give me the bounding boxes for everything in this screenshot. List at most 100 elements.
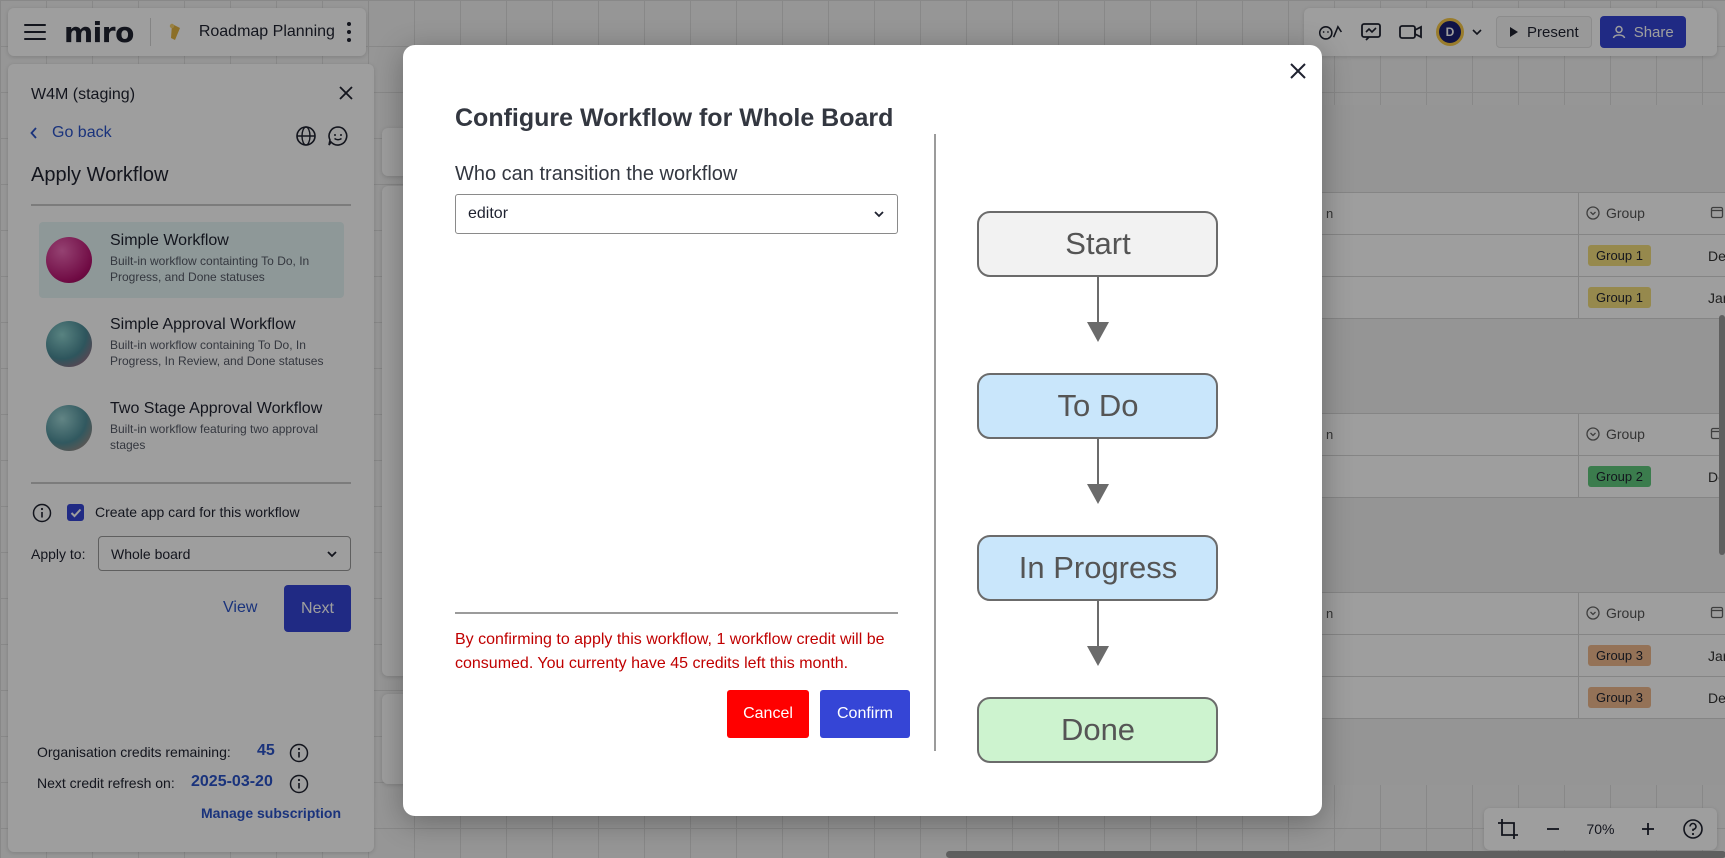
zoom-controls: 70% <box>1484 808 1717 850</box>
table-header-row: n Group <box>1290 593 1725 635</box>
fit-to-screen-icon[interactable] <box>1497 818 1519 840</box>
reactions-icon[interactable] <box>1318 19 1344 45</box>
view-button[interactable]: View <box>223 599 258 616</box>
table-row[interactable]: Group 3 Jar <box>1290 635 1725 677</box>
workflow-name: Simple Approval Workflow <box>110 316 296 333</box>
info-icon[interactable] <box>289 774 309 794</box>
app-side-panel: W4M (staging) Go back Apply Workflow Sim… <box>8 64 374 852</box>
group-chip: Group 3 <box>1588 687 1651 708</box>
dialog-title: Configure Workflow for Whole Board <box>455 104 894 132</box>
group-header-label: Group <box>1606 205 1645 221</box>
miro-logo[interactable]: miro <box>64 15 134 49</box>
group-chip: Group 1 <box>1588 287 1651 308</box>
table-row[interactable]: Group 1 De <box>1290 235 1725 277</box>
manage-subscription-link[interactable]: Manage subscription <box>201 805 342 821</box>
share-button[interactable]: Share <box>1599 16 1686 48</box>
group-header-label: Group <box>1606 605 1645 621</box>
workflow-option-simple-approval[interactable]: Simple Approval Workflow Built-in workfl… <box>39 306 344 382</box>
group-chip: Group 2 <box>1588 466 1651 487</box>
arrowhead-icon <box>1087 646 1109 666</box>
panel-title: W4M (staging) <box>31 86 136 103</box>
group-chip: Group 3 <box>1588 645 1651 666</box>
collaboration-bar: D Present Share <box>1304 8 1717 56</box>
present-button[interactable]: Present <box>1496 16 1592 48</box>
chat-smile-icon[interactable] <box>327 125 349 147</box>
name-column-header: n <box>1326 206 1334 221</box>
next-button[interactable]: Next <box>284 585 351 632</box>
chevron-down-icon <box>874 211 884 218</box>
configure-workflow-dialog: Configure Workflow for Whole Board Who c… <box>403 45 1322 816</box>
globe-icon[interactable] <box>295 125 317 147</box>
workflow-orb-icon <box>46 405 92 451</box>
go-back-link[interactable]: Go back <box>30 124 112 142</box>
transition-permission-label: Who can transition the workflow <box>455 163 738 185</box>
divider <box>31 482 351 484</box>
flow-node-todo: To Do <box>977 373 1218 439</box>
create-card-label[interactable]: Create app card for this workflow <box>95 504 300 520</box>
date-cell: De <box>1708 690 1725 706</box>
close-icon[interactable] <box>1287 60 1309 82</box>
credit-refresh-label: Next credit refresh on: <box>37 775 175 791</box>
present-label: Present <box>1527 23 1579 41</box>
flow-node-label: In Progress <box>1019 550 1178 585</box>
cancel-button[interactable]: Cancel <box>727 690 809 738</box>
credits-remaining-value: 45 <box>257 742 275 759</box>
workflow-option-simple[interactable]: Simple Workflow Built-in workflow contai… <box>39 222 344 298</box>
chevron-down-icon <box>327 550 337 557</box>
info-icon[interactable] <box>32 503 52 523</box>
create-card-checkbox[interactable] <box>67 504 84 521</box>
apply-workflow-heading: Apply Workflow <box>31 164 169 186</box>
chevron-down-icon <box>1472 29 1482 36</box>
play-icon <box>1510 27 1518 37</box>
arrowhead-icon <box>1087 322 1109 342</box>
apply-to-select[interactable]: Whole board <box>98 536 351 571</box>
user-menu[interactable]: D <box>1436 18 1484 46</box>
board-table-2: n Group Group 2 De <box>1290 413 1725 498</box>
flow-node-label: Done <box>1061 712 1135 747</box>
date-cell: Jar <box>1708 290 1725 306</box>
hamburger-menu-icon[interactable] <box>24 24 46 40</box>
board-table-1: n Group Group 1 De Group 1 Jar <box>1290 192 1725 319</box>
table-row[interactable]: Group 1 Jar <box>1290 277 1725 319</box>
info-icon[interactable] <box>289 743 309 763</box>
confirm-button[interactable]: Confirm <box>820 690 910 738</box>
flow-node-in-progress: In Progress <box>977 535 1218 601</box>
zoom-out-icon[interactable] <box>1545 821 1561 837</box>
zoom-in-icon[interactable] <box>1640 821 1656 837</box>
table-row[interactable]: Group 3 De <box>1290 677 1725 719</box>
board-name[interactable]: Roadmap Planning <box>198 23 335 40</box>
zoom-level[interactable]: 70% <box>1586 821 1615 837</box>
flow-node-label: To Do <box>1058 388 1139 423</box>
transition-permission-select[interactable]: editor <box>455 194 898 234</box>
more-options-icon[interactable] <box>346 22 352 42</box>
video-camera-icon[interactable] <box>1398 19 1424 45</box>
group-column-header: Group <box>1586 205 1645 221</box>
name-column-header: n <box>1326 606 1334 621</box>
board-table-3: n Group Group 3 Jar Group 3 De <box>1290 592 1725 719</box>
vertical-divider <box>934 134 936 751</box>
go-back-label: Go back <box>52 124 112 141</box>
date-cell: De <box>1708 248 1725 264</box>
workflow-name: Simple Workflow <box>110 232 229 249</box>
apply-to-label: Apply to: <box>31 546 86 562</box>
workflow-option-two-stage[interactable]: Two Stage Approval Workflow Built-in wor… <box>39 390 344 466</box>
credit-warning-text: By confirming to apply this workflow, 1 … <box>455 631 885 672</box>
help-icon[interactable] <box>1682 818 1704 840</box>
divider <box>31 204 351 206</box>
avatar: D <box>1436 18 1464 46</box>
apply-to-value: Whole board <box>111 545 191 562</box>
share-label: Share <box>1633 23 1674 41</box>
vertical-scrollbar[interactable] <box>1719 315 1725 555</box>
arrowhead-icon <box>1087 484 1109 504</box>
horizontal-scrollbar[interactable] <box>946 851 1725 858</box>
group-column-header: Group <box>1586 426 1645 442</box>
workflow-orb-icon <box>46 237 92 283</box>
header-divider <box>149 18 151 46</box>
flow-node-label: Start <box>1065 226 1131 261</box>
close-icon[interactable] <box>337 84 355 102</box>
board-icon <box>169 23 180 40</box>
divider <box>455 612 898 614</box>
name-column-header: n <box>1326 427 1334 442</box>
comment-chart-icon[interactable] <box>1358 19 1384 45</box>
